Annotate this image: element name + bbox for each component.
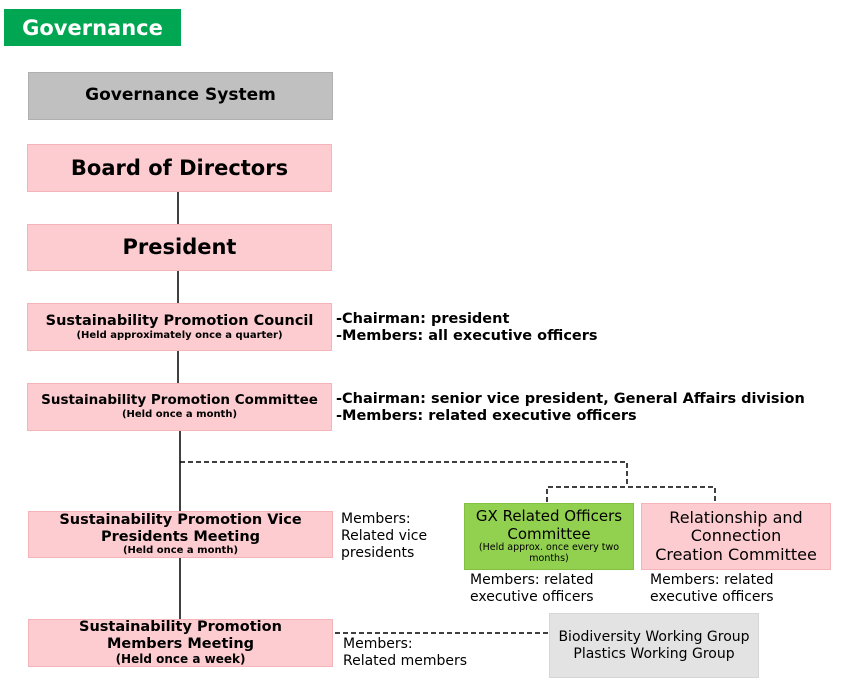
- relationship-title-line1: Relationship and: [669, 507, 803, 527]
- committee-subtitle: (Held once a month): [121, 409, 238, 420]
- members-meeting-subtitle: (Held once a week): [115, 651, 246, 666]
- dashed-branch-split: [546, 486, 716, 502]
- vp-meeting-title-line1: Sustainability Promotion Vice: [59, 512, 302, 529]
- vp-meeting-box: Sustainability Promotion Vice Presidents…: [28, 511, 333, 558]
- board-of-directors-title: Board of Directors: [70, 155, 289, 180]
- vp-meeting-members-line3: presidents: [341, 545, 415, 561]
- gx-committee-title-line2: Committee: [507, 524, 591, 543]
- members-meeting-title-line2: Members Meeting: [106, 636, 255, 653]
- gx-committee-subtitle-line2: months): [529, 552, 569, 564]
- gx-committee-title-line1: GX Related Officers: [475, 507, 623, 526]
- members-meeting-members-line1: Members:: [343, 636, 413, 652]
- vp-meeting-title-line2: Presidents Meeting: [100, 528, 261, 545]
- dashed-branch-committees: [180, 461, 628, 487]
- president-box: President: [27, 224, 332, 271]
- council-chairman: -Chairman: president: [336, 311, 510, 327]
- members-meeting-box: Sustainability Promotion Members Meeting…: [28, 619, 333, 667]
- council-box: Sustainability Promotion Council (Held a…: [27, 303, 332, 351]
- council-title: Sustainability Promotion Council: [45, 312, 314, 329]
- gx-committee-box: GX Related Officers Committee (Held appr…: [464, 503, 634, 570]
- gx-members-line1: Members: related: [470, 572, 594, 588]
- committee-chairman: -Chairman: senior vice president, Genera…: [336, 391, 805, 407]
- relationship-title-line3: Creation Committee: [655, 544, 817, 564]
- section-header-governance: Governance: [4, 9, 181, 46]
- council-subtitle: (Held approximately once a quarter): [76, 329, 283, 341]
- members-meeting-members: Members: Related members: [343, 636, 467, 670]
- council-members: -Members: all executive officers: [336, 328, 598, 344]
- committee-members: -Members: related executive officers: [336, 408, 637, 424]
- president-title: President: [122, 235, 237, 260]
- gx-committee-subtitle-line1: (Held approx. once every two: [478, 541, 620, 553]
- relationship-committee-box: Relationship and Connection Creation Com…: [641, 503, 831, 570]
- relationship-members-line1: Members: related: [650, 572, 774, 588]
- biodiversity-working-group: Biodiversity Working Group: [558, 629, 750, 646]
- vp-meeting-subtitle: (Held once a month): [122, 545, 239, 557]
- gx-members: Members: related executive officers: [470, 572, 594, 606]
- relationship-members: Members: related executive officers: [650, 572, 774, 606]
- governance-system-box: Governance System: [28, 72, 333, 120]
- working-groups-box: Biodiversity Working Group Plastics Work…: [549, 613, 759, 678]
- members-meeting-members-line2: Related members: [343, 653, 468, 669]
- gx-members-line2: executive officers: [470, 589, 594, 605]
- governance-system-title: Governance System: [85, 85, 276, 106]
- relationship-members-line2: executive officers: [650, 589, 774, 605]
- relationship-title-line2: Connection: [690, 526, 782, 546]
- vp-meeting-members-line2: Related vice: [341, 528, 428, 544]
- committee-box: Sustainability Promotion Committee (Held…: [27, 383, 332, 431]
- committee-title: Sustainability Promotion Committee: [41, 392, 318, 409]
- board-of-directors-box: Board of Directors: [27, 144, 332, 192]
- vp-meeting-members-line1: Members:: [341, 511, 411, 527]
- vp-meeting-members: Members: Related vice presidents: [341, 511, 427, 562]
- plastics-working-group: Plastics Working Group: [573, 645, 735, 662]
- members-meeting-title-line1: Sustainability Promotion: [79, 619, 282, 636]
